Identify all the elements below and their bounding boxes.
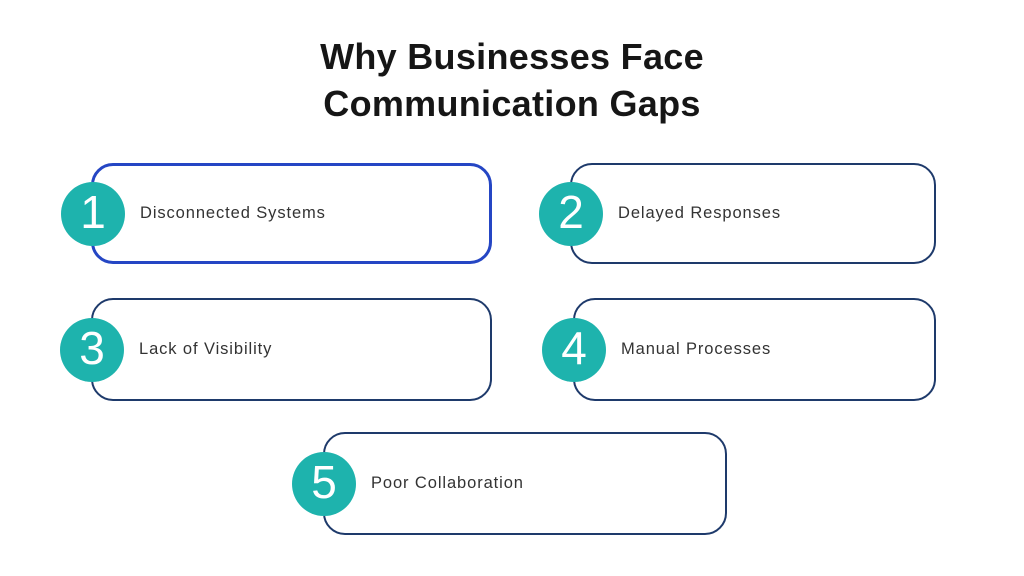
card-lack-of-visibility: 3 Lack of Visibility (60, 298, 492, 401)
title-line-2: Communication Gaps (323, 83, 701, 124)
card-label: Disconnected Systems (140, 204, 326, 222)
card-poor-collaboration: 5 Poor Collaboration (292, 432, 727, 535)
card-label: Lack of Visibility (139, 340, 273, 358)
card-delayed-responses: 2 Delayed Responses (539, 163, 936, 264)
card-disconnected-systems: 1 Disconnected Systems (61, 163, 492, 264)
number-badge-3: 3 (60, 317, 124, 382)
number-badge-1: 1 (61, 181, 125, 246)
badge-number: 1 (80, 186, 106, 238)
card-label: Manual Processes (621, 340, 772, 358)
badge-number: 4 (561, 322, 587, 374)
badge-number: 3 (79, 322, 105, 374)
number-badge-5: 5 (292, 451, 356, 516)
title-line-1: Why Businesses Face (320, 36, 704, 77)
card-label: Poor Collaboration (371, 474, 524, 492)
card-label: Delayed Responses (618, 204, 781, 222)
card-manual-processes: 4 Manual Processes (542, 298, 936, 401)
badge-number: 2 (558, 186, 584, 238)
number-badge-2: 2 (539, 181, 603, 246)
badge-number: 5 (311, 456, 337, 508)
number-badge-4: 4 (542, 317, 606, 382)
page-title: Why Businesses Face Communication Gaps (0, 33, 1024, 127)
